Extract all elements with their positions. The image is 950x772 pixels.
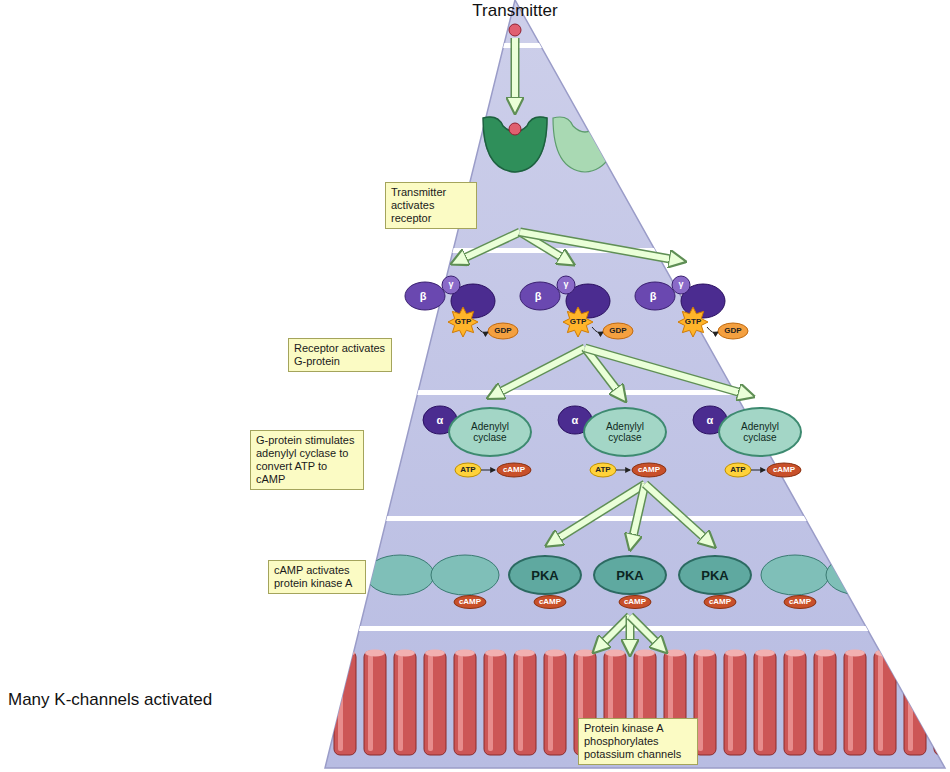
bound-transmitter	[509, 123, 521, 135]
callout-text: cAMP activates protein kinase A	[274, 564, 360, 590]
enzyme-name: PKA	[701, 568, 728, 583]
subunit-label: α	[572, 414, 579, 426]
cascade-arrows	[460, 38, 745, 646]
nucleotide-label: GTP	[455, 318, 471, 327]
nucleotide-label: GDP	[609, 327, 626, 336]
nucleotide-label: cAMP	[459, 598, 481, 607]
g-proteins	[405, 276, 748, 339]
side-note: Many K-channels activated	[8, 691, 212, 710]
nucleotide-label: GTP	[570, 318, 586, 327]
callout-text: G-protein stimulates adenylyl cyclase to…	[256, 434, 358, 486]
nucleotide-label: cAMP	[709, 598, 731, 607]
receptor-row	[300, 110, 950, 180]
band-separators	[0, 43, 950, 631]
nucleotide-label: cAMP	[539, 598, 561, 607]
enzyme-name: PKA	[616, 568, 643, 583]
molecule-caption: Transmitter	[472, 2, 557, 21]
enzyme-name: Adenylyl cyclase	[461, 421, 519, 443]
nucleotide-label: ATP	[460, 466, 475, 475]
subunit-label: β	[420, 290, 427, 302]
subunit-label: α	[707, 414, 714, 426]
kinase-oval: PKA	[508, 555, 582, 595]
enzyme-oval: Adenylyl cyclase	[718, 407, 802, 457]
nucleotide-label: cAMP	[624, 598, 646, 607]
callout-box: Transmitter activates receptor	[385, 182, 477, 229]
enzyme-oval: Adenylyl cyclase	[583, 407, 667, 457]
callout-text: Protein kinase A phosphorylates potassiu…	[584, 722, 692, 761]
nucleotide-label: GDP	[494, 327, 511, 336]
enzyme-oval: Adenylyl cyclase	[448, 407, 532, 457]
callout-text: Transmitter activates receptor	[391, 186, 471, 225]
callout-box: G-protein stimulates adenylyl cyclase to…	[250, 430, 364, 490]
enzyme-name: Adenylyl cyclase	[731, 421, 789, 443]
enzyme-name: Adenylyl cyclase	[596, 421, 654, 443]
subunit-label: γ	[563, 280, 568, 290]
pka-row	[366, 555, 894, 595]
camp-molecules	[454, 596, 816, 609]
cyclase-parts	[423, 406, 801, 477]
nucleotide-label: cAMP	[789, 598, 811, 607]
nucleotide-label: ATP	[730, 466, 745, 475]
nucleotide-label: GDP	[724, 327, 741, 336]
kinase-oval: PKA	[678, 555, 752, 595]
callout-box: Receptor activates G-protein	[288, 338, 392, 372]
nucleotide-label: cAMP	[638, 466, 660, 475]
nucleotide-label: ATP	[595, 466, 610, 475]
subunit-label: γ	[448, 280, 453, 290]
subunit-label: α	[437, 414, 444, 426]
subunit-label: β	[650, 290, 657, 302]
callout-box: cAMP activates protein kinase A	[268, 560, 366, 594]
kinase-oval: PKA	[593, 555, 667, 595]
nucleotide-label: cAMP	[503, 466, 525, 475]
transmitter-molecule	[509, 24, 521, 36]
callout-text: Receptor activates G-protein	[294, 342, 386, 368]
potassium-channels	[300, 645, 950, 768]
nucleotide-label: cAMP	[773, 466, 795, 475]
subunit-label: β	[535, 290, 542, 302]
active-receptor	[483, 117, 547, 172]
enzyme-name: PKA	[531, 568, 558, 583]
subunit-label: γ	[678, 280, 683, 290]
callout-box: Protein kinase A phosphorylates potassiu…	[578, 718, 698, 765]
nucleotide-label: GTP	[685, 318, 701, 327]
